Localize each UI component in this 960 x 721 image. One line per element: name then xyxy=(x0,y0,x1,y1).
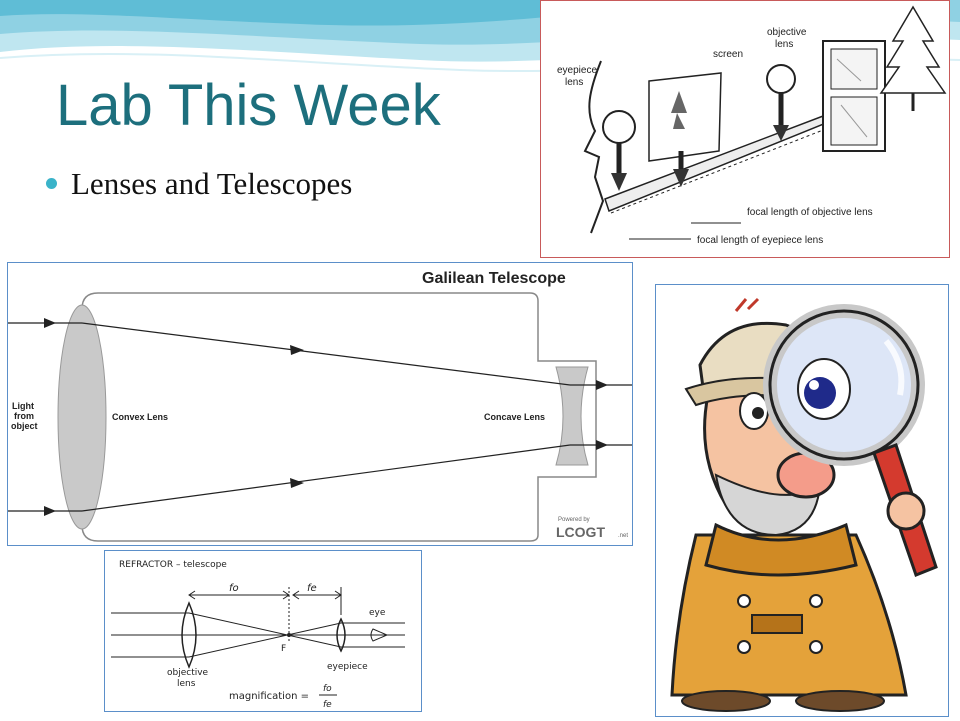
refractor-diagram: REFRACTOR – telescope fo fe eye F object… xyxy=(104,550,422,712)
frac-denominator: fe xyxy=(323,700,332,710)
label-fo: fo xyxy=(229,583,239,594)
galilean-title: Galilean Telescope xyxy=(422,270,566,287)
optical-bench-drawing: eyepiece lens screen objective lens foca… xyxy=(557,5,947,246)
label-magnification: magnification = xyxy=(229,691,309,702)
label-focus: F xyxy=(281,644,286,654)
label-objective: objective xyxy=(167,668,209,678)
label-object: object xyxy=(11,421,38,431)
optical-bench-diagram: eyepiece lens screen objective lens foca… xyxy=(540,0,950,258)
powered-by: Powered by xyxy=(558,517,590,523)
label-eye: eye xyxy=(369,608,386,618)
bullet-text: Lenses and Telescopes xyxy=(71,166,353,201)
label-eyepiece: eyepiece xyxy=(557,65,597,76)
bullet-item: Lenses and Telescopes xyxy=(46,166,352,202)
frac-numerator: fo xyxy=(323,684,332,694)
label-from: from xyxy=(14,411,34,421)
label-objective-lens: lens xyxy=(177,679,196,689)
detective-icon xyxy=(670,297,938,712)
label-objective-lens: lens xyxy=(775,39,793,50)
label-focal-objective: focal length of objective lens xyxy=(747,207,873,218)
slide-title: Lab This Week xyxy=(56,73,441,138)
label-fe: fe xyxy=(307,583,317,594)
galilean-drawing: Galilean Telescope Light from object Con… xyxy=(8,270,632,542)
lcogt-logo: LCOGT xyxy=(556,524,605,540)
refractor-drawing: REFRACTOR – telescope fo fe eye F object… xyxy=(111,560,405,710)
label-light: Light xyxy=(12,401,34,411)
label-convex-lens: Convex Lens xyxy=(112,412,168,422)
bullet-dot-icon xyxy=(46,178,57,190)
lcogt-suffix: .net xyxy=(618,533,628,539)
label-eyepiece-lens: lens xyxy=(565,77,583,88)
label-eyepiece: eyepiece xyxy=(327,662,368,672)
label-focal-eyepiece: focal length of eyepiece lens xyxy=(697,235,823,246)
refractor-title: REFRACTOR – telescope xyxy=(119,560,227,570)
detective-illustration xyxy=(655,284,949,717)
galilean-telescope-diagram: Galilean Telescope Light from object Con… xyxy=(7,262,633,546)
label-objective: objective xyxy=(767,27,807,38)
label-concave-lens: Concave Lens xyxy=(484,412,545,422)
label-screen: screen xyxy=(713,49,743,60)
